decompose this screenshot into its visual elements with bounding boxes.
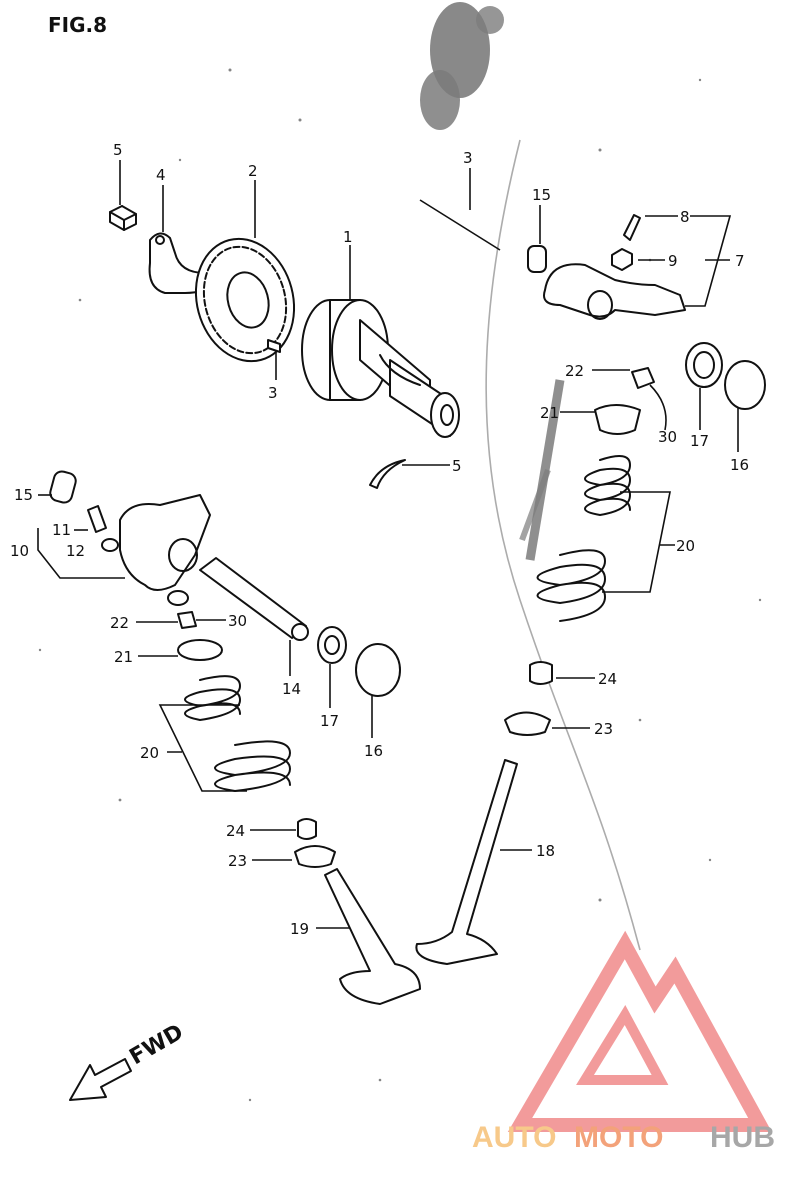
callout-3-top: 3: [463, 149, 473, 167]
cam-sprocket-part: [194, 237, 296, 363]
leader-30: [649, 384, 667, 431]
callout-14: 14: [282, 680, 301, 698]
direction-label: FWD: [126, 1020, 188, 1070]
valve-seat-part: [529, 661, 553, 685]
rocker-arm-part: [543, 263, 686, 318]
o-ring-part: [685, 342, 723, 388]
leader-7: [685, 215, 732, 307]
valve-spring-outer-part: [536, 549, 606, 622]
callout-22: 22: [565, 362, 584, 380]
callout-1: 1: [343, 228, 353, 246]
leader-10: [37, 528, 125, 579]
plate-hole: [155, 235, 165, 245]
adjust-screw-part: [623, 214, 641, 241]
callout-11: 11: [52, 521, 71, 539]
callout-2: 2: [248, 162, 258, 180]
callout-5: 5: [113, 141, 123, 159]
callout-15: 15: [532, 186, 551, 204]
callout-16b: 16: [364, 742, 383, 760]
callout-15b: 15: [14, 486, 33, 504]
adjust-screw-part-left: [87, 505, 107, 533]
callout-7: 7: [735, 252, 745, 270]
callout-24: 24: [598, 670, 617, 688]
scan-fold-line: [485, 139, 641, 951]
rocker-arm-part-left: [119, 494, 211, 591]
callout-8: 8: [680, 208, 690, 226]
valve-stem-seal-part-left: [294, 845, 336, 868]
callout-21: 21: [540, 404, 559, 422]
watermark-hub: HUB: [710, 1121, 775, 1154]
callout-10: 10: [10, 542, 29, 560]
callout-18: 18: [536, 842, 555, 860]
valve-spring-inner-part: [584, 455, 631, 516]
callout-20: 20: [676, 537, 695, 555]
valve-cotter-part-left: [177, 611, 197, 629]
pin-part: [267, 339, 281, 353]
exhaust-valve-part: [415, 759, 518, 965]
callout-19: 19: [290, 920, 309, 938]
watermark-logo: [507, 930, 772, 1132]
clip-part: [369, 459, 406, 489]
callout-24b: 24: [226, 822, 245, 840]
gasket-part: [527, 245, 547, 273]
callout-23b: 23: [228, 852, 247, 870]
callout-9: 9: [668, 252, 678, 270]
callout-16: 16: [730, 456, 749, 474]
valve-spring-part-left: [184, 675, 291, 792]
gasket-part-left: [49, 470, 77, 504]
callout-20b: 20: [140, 744, 159, 762]
lock-nut-part: [611, 248, 633, 271]
watermark-auto: AUTO: [472, 1121, 556, 1154]
watermark-moto: MOTO: [574, 1121, 663, 1154]
callout-3: 3: [268, 384, 278, 402]
valve-stem-seal-part: [504, 711, 551, 736]
callout-22b: 22: [110, 614, 129, 632]
lock-nut-part-left: [101, 538, 119, 552]
tappet-cap-part-left: [355, 643, 401, 697]
leader-20b: [158, 704, 247, 792]
bolt-part: [109, 205, 137, 231]
valve-cotter-part: [631, 367, 655, 389]
intake-valve-part: [324, 868, 421, 1005]
callout-12: 12: [66, 542, 85, 560]
callout-30b: 30: [228, 612, 247, 630]
callout-17: 17: [690, 432, 709, 450]
camshaft-part: [301, 299, 460, 438]
spring-retainer-part-left: [177, 639, 223, 661]
rocker-shaft-part: [199, 557, 307, 639]
callout-4: 4: [156, 166, 166, 184]
callout-17b: 17: [320, 712, 339, 730]
callout-30: 30: [658, 428, 677, 446]
leader-20: [602, 491, 675, 593]
forward-arrow-icon: [69, 1058, 132, 1101]
leader-3-top-b: [419, 199, 501, 251]
tappet-cap-part: [724, 360, 766, 410]
callout-23: 23: [594, 720, 613, 738]
callout-21b: 21: [114, 648, 133, 666]
scan-noise: [38, 2, 762, 1102]
spring-retainer-part: [594, 404, 641, 435]
valve-seat-part-left: [297, 818, 317, 840]
figure-title: FIG.8: [48, 13, 107, 37]
callout-5b: 5: [452, 457, 462, 475]
o-ring-part-left: [317, 626, 347, 664]
